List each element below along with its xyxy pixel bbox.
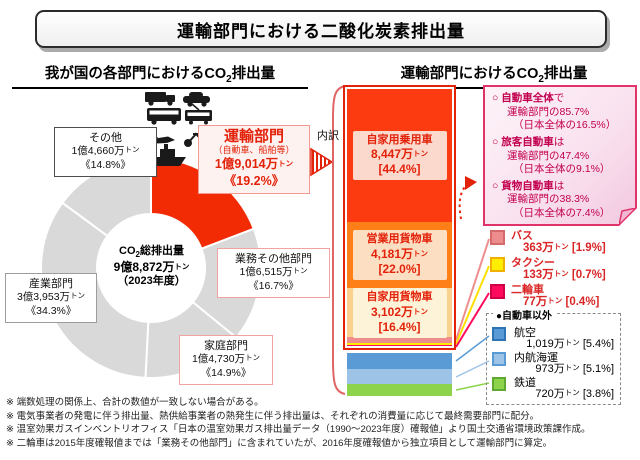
donut-slice-transport[interactable] [150,156,256,251]
donut-label-other: その他 1億4,660万トン 《14.8%》 [54,127,157,177]
bar-segment-motorcycle[interactable] [347,345,452,347]
nonauto-legend-box: ●自動車以外 航空 1,019万トン [5.4%] 内航海運 973万トン [5… [486,307,621,405]
bar-segment-coastal-shipping[interactable] [347,369,452,385]
donut-label-industry: 産業部門 3億3,953万トン 《34.3%》 [5,273,97,323]
railway-swatch [492,377,506,391]
left-section-header: 我が国の各部門におけるCO2排出量 [12,62,308,89]
motorcycle-swatch [490,284,505,299]
callout-item: ○ 貨物自動車は 運輸部門の38.3% （日本全体の7.4%） [492,179,611,220]
railway-connector-line [455,382,490,391]
legend-item-coastal-shipping[interactable]: 内航海運 973万トン [5.1%] [492,351,616,377]
vehicle-icons [139,92,212,166]
legend-item-railway[interactable]: 鉄道 720万トン [3.8%] [492,376,616,402]
bar-segment-taxi[interactable] [347,343,452,346]
legend-item-bus[interactable]: バス 363万トン [1.9%] [490,230,630,256]
footnote: ※ 温室効果ガスインベントリオフィス「日本の温室効果ガス排出量データ（1990～… [6,424,591,435]
taxi-connector-line [455,265,490,345]
ship-icon [150,144,186,166]
legend-item-taxi[interactable]: タクシー 133万トン [0.7%] [490,257,630,283]
truck-icon [145,92,175,106]
motorcycle-connector-line [455,292,490,348]
train-icon [185,103,212,125]
callout-item: ○ 自動車全体で 運輸部門の85.7% （日本全体の16.5%） [492,92,617,132]
breakdown-label: 内訳 [317,130,339,142]
car-icon [183,92,210,107]
folded-corner-icon [619,208,637,226]
bar-segment-bus[interactable] [347,337,452,344]
legend-item-motorcycle[interactable]: 二輪車 77万トン [0.4%] [490,284,630,310]
dotted-arrow [458,183,469,220]
legend-item-aviation[interactable]: 航空 1,019万トン [5.4%] [492,326,616,352]
bus-connector-line [455,238,490,341]
shipping-connector-line [455,360,490,378]
breakdown-arrow-icon [310,147,334,177]
footnotes: ※ 端数処理の関係上、合計の数値が一致しない場合がある。 ※ 電気事業者の発電に… [6,396,638,450]
taxi-swatch [490,257,505,272]
donut-label-transport: 運輸部門 （自動車、船舶等） 1億9,014万トン 《19.2%》 [198,125,310,195]
dotted-arrow-head-icon [465,176,477,190]
aviation-connector-line [455,335,490,362]
bus-icon [147,108,181,125]
donut-center-label: CO2総排出量 9億8,872万トン （2023年度） [113,245,190,288]
coastal-shipping-swatch [492,352,506,366]
bar-segment-railway[interactable] [347,384,452,396]
aviation-swatch [492,327,506,341]
footnote: ※ 二輪車は2015年度確報値までは「業務その他部門」に含まれていたが、2016… [6,437,553,449]
nonauto-legend-title: ●自動車以外 [493,307,556,322]
page-title: 運輸部門における二酸化炭素排出量 [177,21,465,41]
footnote: ※ 端数処理の関係上、合計の数値が一致しない場合がある。 [6,397,264,408]
donut-label-business-other: 業務その他部門 1億6,515万トン 《16.7%》 [217,248,330,298]
stacked-bar-nonauto-group[interactable] [347,353,452,396]
callout-item: ○ 旅客自動車は 運輸部門の47.4% （日本全体の9.1%） [492,135,611,176]
automobile-share-callout: ○ 自動車全体で 運輸部門の85.7% （日本全体の16.5%） ○ 旅客自動車… [483,85,637,226]
bar-bracket [332,85,346,395]
bus-swatch [490,230,505,245]
bar-segment-aviation[interactable] [347,353,452,370]
footnote: ※ 電気事業者の発電に伴う排出量、熱供給事業者の熱発生に伴う排出量は、それぞれの… [6,410,540,422]
page-title-banner: 運輸部門における二酸化炭素排出量 [35,10,607,48]
donut-label-household: 家庭部門 1億4,730万トン 《14.9%》 [179,335,273,385]
